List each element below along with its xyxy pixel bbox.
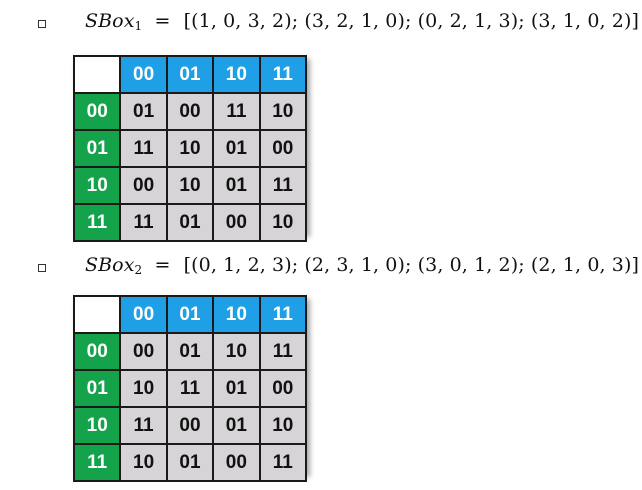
table-cell: 10	[258, 92, 308, 131]
table-cell: 11	[258, 332, 308, 371]
table-header-row: 00 01 10 11	[72, 55, 308, 94]
column-header: 10	[212, 55, 261, 94]
sbox2-subscript: 2	[134, 263, 143, 277]
sbox1-equals: =	[154, 10, 171, 32]
table-cell: 00	[258, 369, 308, 408]
table-cell: 01	[119, 92, 168, 131]
table-cell: 10	[212, 332, 261, 371]
table-cell: 00	[212, 443, 261, 482]
bullet-icon	[38, 264, 46, 272]
table-cell: 00	[119, 332, 168, 371]
sbox2-formula: SBox2 = [(0, 1, 2, 3); (2, 3, 1, 0); (3,…	[85, 254, 639, 277]
row-header: 00	[72, 92, 122, 131]
row-header: 01	[72, 369, 122, 408]
table-row: 10 00 10 01 11	[72, 166, 308, 205]
table-cell: 11	[119, 129, 168, 168]
table-cell: 01	[212, 166, 261, 205]
table-cell: 11	[165, 369, 215, 408]
table-cell: 00	[165, 92, 215, 131]
table-cell: 10	[165, 166, 215, 205]
column-header: 10	[212, 295, 261, 334]
bullet-icon	[38, 20, 46, 28]
sbox1-name: SBox	[85, 10, 135, 32]
table-cell: 01	[212, 129, 261, 168]
table-cell: 10	[258, 203, 308, 242]
sbox1-table-container: 00 01 10 11 00 01 00 11 10 01 11 10 01 0…	[72, 55, 308, 242]
table-row: 11 10 01 00 11	[72, 443, 308, 482]
table-cell: 00	[258, 129, 308, 168]
sbox1-definition: [(1, 0, 3, 2); (3, 2, 1, 0); (0, 2, 1, 3…	[183, 10, 640, 32]
table-cell: 11	[258, 443, 308, 482]
table-cell: 11	[119, 406, 168, 445]
table-row: 00 01 00 11 10	[72, 92, 308, 131]
column-header: 01	[165, 55, 215, 94]
sbox1-subscript: 1	[134, 19, 143, 33]
column-header: 01	[165, 295, 215, 334]
sbox2-table-container: 00 01 10 11 00 00 01 10 11 01 10 11 01 0…	[72, 295, 308, 482]
table-row: 11 11 01 00 10	[72, 203, 308, 242]
sbox2-definition: [(0, 1, 2, 3); (2, 3, 1, 0); (3, 0, 1, 2…	[183, 254, 640, 276]
table-cell: 11	[119, 203, 168, 242]
table-cell: 00	[165, 406, 215, 445]
row-header: 01	[72, 129, 122, 168]
table-cell: 01	[165, 332, 215, 371]
table-cell: 01	[165, 203, 215, 242]
table-cell: 11	[258, 166, 308, 205]
table-cell: 00	[212, 203, 261, 242]
column-header: 00	[119, 55, 168, 94]
table-cell: 10	[258, 406, 308, 445]
row-header: 11	[72, 203, 122, 242]
sbox1-table: 00 01 10 11 00 01 00 11 10 01 11 10 01 0…	[72, 55, 308, 242]
table-row: 10 11 00 01 10	[72, 406, 308, 445]
table-cell: 01	[165, 443, 215, 482]
corner-cell	[72, 55, 122, 94]
column-header: 11	[258, 55, 308, 94]
row-header: 10	[72, 406, 122, 445]
corner-cell	[72, 295, 122, 334]
table-header-row: 00 01 10 11	[72, 295, 308, 334]
table-row: 01 10 11 01 00	[72, 369, 308, 408]
row-header: 00	[72, 332, 122, 371]
table-cell: 11	[212, 92, 261, 131]
sbox1-formula: SBox1 = [(1, 0, 3, 2); (3, 2, 1, 0); (0,…	[85, 10, 639, 33]
row-header: 11	[72, 443, 122, 482]
column-header: 11	[258, 295, 308, 334]
table-row: 00 00 01 10 11	[72, 332, 308, 371]
table-cell: 00	[119, 166, 168, 205]
sbox2-table: 00 01 10 11 00 00 01 10 11 01 10 11 01 0…	[72, 295, 308, 482]
table-cell: 01	[212, 406, 261, 445]
row-header: 10	[72, 166, 122, 205]
sbox2-equals: =	[154, 254, 171, 276]
table-cell: 10	[165, 129, 215, 168]
table-cell: 10	[119, 369, 168, 408]
table-cell: 10	[119, 443, 168, 482]
table-cell: 01	[212, 369, 261, 408]
column-header: 00	[119, 295, 168, 334]
sbox2-name: SBox	[85, 254, 135, 276]
table-row: 01 11 10 01 00	[72, 129, 308, 168]
